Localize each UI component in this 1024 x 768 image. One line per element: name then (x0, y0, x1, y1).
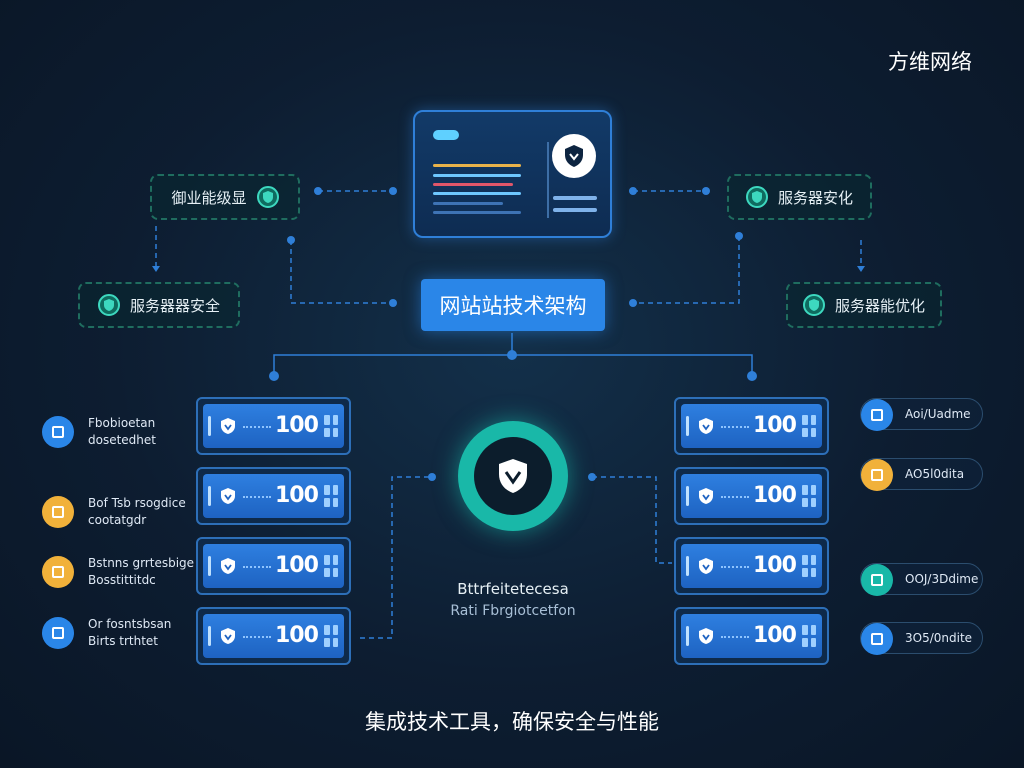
feature-icon (861, 564, 893, 596)
top-left-pill: 御业能级显 (150, 174, 300, 220)
server-unit: 100 (196, 607, 351, 665)
server-value: 100 (753, 553, 797, 578)
monitor-line (433, 164, 521, 167)
feature-icon (42, 496, 74, 528)
monitor-tag (433, 130, 459, 140)
shield-icon (699, 418, 713, 434)
hub-label-line2: Rati Fbrgiotcetfon (450, 603, 576, 619)
mid-left-pill-label: 服务器器安全 (129, 296, 220, 315)
right-feature-pill: AO5l0dita (860, 458, 983, 491)
monitor-divider (547, 142, 549, 218)
right-feature-pill: OOJ/3Ddime (860, 563, 983, 596)
server-unit: 100 (196, 467, 351, 525)
server-unit: 100 (674, 467, 829, 525)
shield-icon (699, 558, 713, 574)
server-unit: 100 (674, 607, 829, 665)
feature-icon (42, 416, 74, 448)
monitor-line (433, 202, 503, 205)
caption: 集成技术工具，确保安全与性能 (365, 710, 659, 734)
main-title: 网站站技术架构 (421, 279, 605, 331)
server-value: 100 (275, 623, 319, 648)
feature-icon (861, 459, 893, 491)
hub-label: Bttrfeitetecesa Rati Fbrgiotcetfon (430, 578, 596, 622)
brand-logo-text: 方维网络 (888, 50, 972, 74)
server-value: 100 (753, 483, 797, 508)
hub-label-line1: Bttrfeitetecesa (457, 580, 569, 598)
server-unit: 100 (196, 397, 351, 455)
monitor-line (433, 192, 521, 195)
right-feature-pill: 3O5/0ndite (860, 622, 983, 655)
mid-right-pill: 服务器能优化 (786, 282, 942, 328)
top-right-pill: 服务器安化 (727, 174, 872, 220)
feature-icon (42, 556, 74, 588)
right-feature-pill: Aoi/Uadme (860, 398, 983, 431)
shield-icon (802, 294, 825, 316)
server-value: 100 (275, 483, 319, 508)
server-value: 100 (275, 413, 319, 438)
shield-icon (699, 628, 713, 644)
shield-icon (221, 628, 235, 644)
monitor-bar (553, 208, 597, 212)
feature-icon (861, 623, 893, 655)
shield-icon (221, 418, 235, 434)
shield-icon (97, 294, 120, 316)
monitor-line (433, 211, 521, 214)
top-left-pill-label: 御业能级显 (171, 188, 247, 207)
server-unit: 100 (674, 397, 829, 455)
top-right-pill-label: 服务器安化 (777, 188, 853, 207)
shield-icon (221, 558, 235, 574)
server-value: 100 (275, 553, 319, 578)
mid-left-pill: 服务器器安全 (78, 282, 240, 328)
server-unit: 100 (674, 537, 829, 595)
shield-icon (745, 186, 768, 208)
feature-icon (42, 617, 74, 649)
mid-right-pill-label: 服务器能优化 (834, 296, 925, 315)
monitor-illustration (413, 110, 612, 238)
monitor-bar (553, 196, 597, 200)
shield-icon (699, 488, 713, 504)
shield-icon (499, 459, 527, 493)
security-hub (458, 421, 568, 531)
shield-icon (256, 186, 279, 208)
shield-icon (552, 134, 596, 178)
server-value: 100 (753, 623, 797, 648)
monitor-line (433, 183, 513, 186)
server-value: 100 (753, 413, 797, 438)
hub-core (474, 437, 552, 515)
feature-icon (861, 399, 893, 431)
shield-icon (221, 488, 235, 504)
server-unit: 100 (196, 537, 351, 595)
monitor-line (433, 174, 521, 177)
